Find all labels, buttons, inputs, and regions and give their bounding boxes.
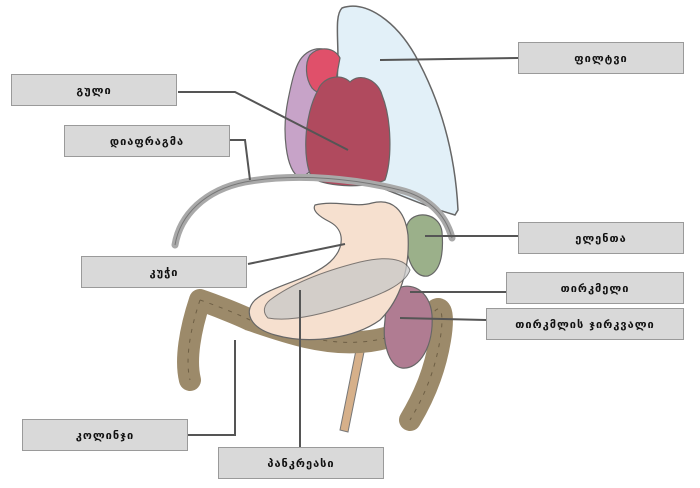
leader-adrenal — [399, 317, 487, 321]
label-diaphragm: დიაფრაგმა — [64, 125, 230, 157]
label-heart: გული — [11, 74, 177, 106]
label-spleen: ელენთა — [518, 222, 684, 254]
label-stomach: კუჭი — [81, 256, 247, 288]
spleen-shape — [404, 214, 444, 277]
leader-colon — [188, 340, 236, 436]
label-kidney: თირკმელი — [506, 272, 684, 304]
leader-stomach — [247, 243, 346, 265]
leader-lung — [379, 57, 519, 61]
descending-vessel-shape — [339, 349, 365, 433]
leader-lines — [178, 57, 519, 447]
leader-diaphragm — [230, 139, 251, 181]
label-adrenal-gland: თირკმლის ჯირკვალი — [486, 308, 684, 340]
label-pancreas: პანკრეასი — [218, 447, 384, 479]
label-lung: ფილტვი — [518, 42, 684, 74]
label-colon: კოლინჯი — [22, 419, 188, 451]
heart-shape — [305, 76, 391, 187]
leader-heart — [178, 91, 349, 151]
